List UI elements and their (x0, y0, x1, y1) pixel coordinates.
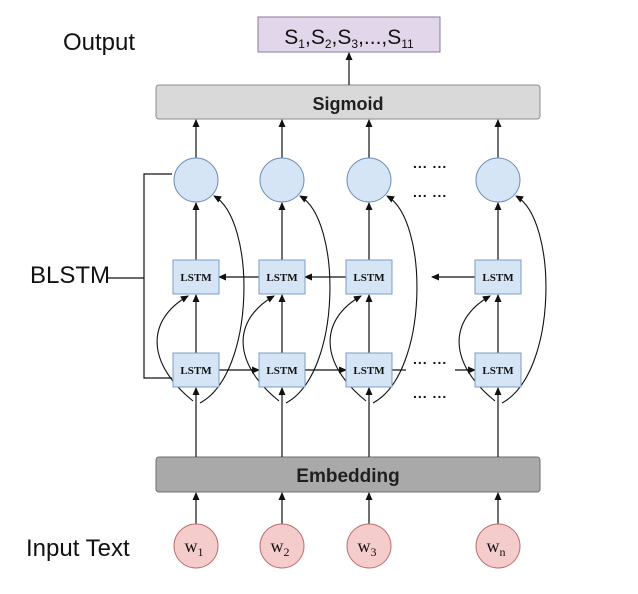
curve-input-to-upper-2 (242, 295, 280, 402)
lstm-forward-cell-3 (345, 352, 393, 388)
ellipsis-bottom: ... ... (413, 385, 447, 401)
lstm-forward-label-1: LSTM (180, 365, 212, 377)
lstm-backward-cell-2 (258, 259, 306, 295)
sigmoid-layer (155, 84, 541, 120)
output-node-3 (346, 157, 392, 203)
lstm-forward-cell-4 (474, 352, 522, 388)
output-subscript: 1 (298, 37, 305, 51)
embedding-layer (155, 456, 541, 493)
output-symbol: S (387, 26, 401, 49)
lstm-backward-cell-4 (474, 259, 522, 295)
output-subscript: 11 (401, 37, 414, 51)
connection-lines (108, 52, 547, 524)
output-symbol: , (332, 26, 338, 49)
lstm-forward-cell-2 (258, 352, 306, 388)
output-symbol: ..., (364, 26, 387, 49)
output-symbol: S (337, 26, 351, 49)
output-label: Output (63, 29, 135, 56)
curve-input-to-upper-3 (329, 295, 367, 402)
input-word-node-3 (346, 523, 392, 569)
lstm-forward-label-3: LSTM (353, 365, 385, 377)
lstm-backward-cell-3 (345, 259, 393, 295)
output-node-1 (173, 157, 219, 203)
input-word-node-2 (259, 523, 305, 569)
sigmoid-label: Sigmoid (313, 94, 384, 114)
diagram-nodes: LSTM LSTM w1 LSTM LSTM w2 LSTM LSTM w3 LSTM LSTM wn (172, 157, 522, 569)
output-node-4 (475, 157, 521, 203)
input-text-label: Input Text (26, 535, 130, 562)
output-symbol: S (284, 26, 298, 49)
ellipsis-top: ... ... (413, 155, 447, 171)
input-word-label-4: wn (487, 536, 506, 559)
input-word-node-4 (475, 523, 521, 569)
curve-input-to-upper-1 (156, 295, 194, 402)
lstm-forward-cell-1 (172, 352, 220, 388)
output-symbol: S (311, 26, 325, 49)
lstm-backward-label-3: LSTM (353, 272, 385, 284)
lstm-backward-label-1: LSTM (180, 272, 212, 284)
output-subscript: 3 (351, 37, 358, 51)
output-symbol: , (305, 26, 311, 49)
lstm-forward-label-4: LSTM (482, 365, 514, 377)
embedding-label: Embedding (296, 466, 399, 487)
input-word-node-1 (173, 523, 219, 569)
output-sequence-label: S1,S2,S3,...,S11 (284, 26, 414, 51)
output-box (257, 16, 441, 53)
lstm-forward-label-2: LSTM (266, 365, 298, 377)
input-word-label-2: w2 (271, 536, 290, 559)
lstm-backward-cell-1 (172, 259, 220, 295)
output-subscript: 2 (325, 37, 332, 51)
output-node-2 (259, 157, 305, 203)
input-word-label-3: w3 (358, 536, 377, 559)
blstm-bracket (143, 173, 172, 379)
curve-input-to-upper-4 (458, 295, 496, 402)
ellipsis-forward: ... ... (413, 351, 447, 367)
lstm-backward-label-2: LSTM (266, 272, 298, 284)
ellipsis-nodes: ... ... (413, 184, 447, 200)
output-symbol: , (358, 26, 364, 49)
blstm-label: BLSTM (30, 262, 110, 289)
input-word-label-1: w1 (185, 536, 204, 559)
lstm-backward-label-4: LSTM (482, 272, 514, 284)
